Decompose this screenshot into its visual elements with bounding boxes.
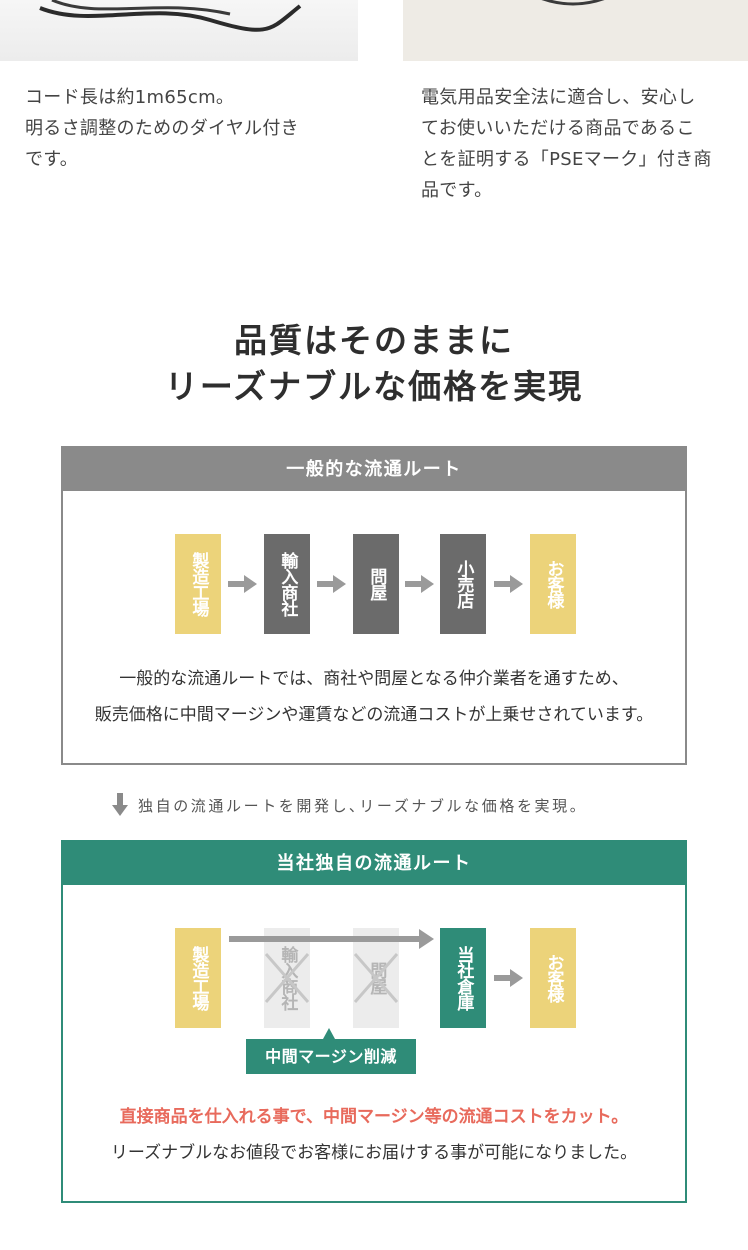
stage-label: 輸入商社 — [277, 552, 298, 616]
margin-label-pointer — [323, 1028, 335, 1039]
stage-factory: 製造工場 — [175, 928, 221, 1028]
general-route-box: 一般的な流通ルート 製造工場 輸入商社 問屋 小売店 お客様 一般的な流通ルート… — [61, 446, 687, 765]
stage-customer: お客様 — [530, 534, 576, 634]
stage-label: お客様 — [543, 560, 564, 608]
caption-line: 電気用品安全法に適合し、安心し — [421, 87, 696, 108]
stage-label: 輸入商社 — [277, 946, 298, 1010]
caption-line: 明るさ調整のためのダイヤル付き — [25, 118, 299, 139]
own-route-box: 当社独自の流通ルート 製造工場 輸入商社 問屋 当社倉庫 お客様 中間マージン削… — [61, 840, 687, 1203]
right-arrow-icon — [494, 575, 523, 593]
down-arrow-icon — [112, 793, 128, 816]
right-arrow-icon — [229, 929, 434, 949]
pse-caption: 電気用品安全法に適合し、安心し てお使いいただける商品であるこ とを証明する「P… — [421, 82, 733, 206]
general-route-desc-2: 販売価格に中間マージンや運賃などの流通コストが上乗せされています。 — [94, 705, 654, 725]
stage-label: 製造工場 — [188, 552, 209, 616]
caption-line: とを証明する「PSEマーク」付き商 — [421, 149, 712, 170]
general-route-desc-1: 一般的な流通ルートでは、商社や問屋となる仲介業者を通すため、 — [119, 669, 629, 689]
stage-wholesaler: 問屋 — [353, 534, 399, 634]
route-transition: 独自の流通ルートを開発し､リーズナブルな価格を実現。 — [112, 792, 587, 818]
general-route-title: 一般的な流通ルート — [63, 448, 685, 491]
own-route-highlight: 直接商品を仕入れる事で、中間マージン等の流通コストをカット。 — [119, 1107, 629, 1127]
stage-label: 当社倉庫 — [453, 946, 474, 1010]
pse-illustration — [541, 0, 605, 6]
pse-photo — [403, 0, 748, 61]
caption-line: です。 — [25, 149, 79, 170]
caption-line: コード長は約1m65cm。 — [25, 87, 235, 108]
own-route-desc: リーズナブルなお値段でお客様にお届けする事が可能になりました。 — [110, 1143, 638, 1163]
stage-label: お客様 — [543, 954, 564, 1002]
stage-label: 問屋 — [366, 962, 387, 994]
heading-line-2: リーズナブルな価格を実現 — [164, 367, 584, 406]
stage-label: 製造工場 — [188, 946, 209, 1010]
stage-label: 小売店 — [453, 560, 474, 608]
stage-importer: 輸入商社 — [264, 534, 310, 634]
caption-line: てお使いいただける商品であるこ — [421, 118, 695, 139]
heading-line-1: 品質はそのままに — [234, 321, 514, 360]
stage-own-warehouse: 当社倉庫 — [440, 928, 486, 1028]
right-arrow-icon — [405, 575, 434, 593]
right-arrow-icon — [494, 969, 523, 987]
caption-line: 品です。 — [421, 180, 493, 201]
stage-retailer: 小売店 — [440, 534, 486, 634]
section-heading: 品質はそのままに リーズナブルな価格を実現 — [0, 318, 748, 410]
stage-customer: お客様 — [530, 928, 576, 1028]
stage-label: 問屋 — [366, 568, 387, 600]
right-arrow-icon — [317, 575, 346, 593]
cord-caption: コード長は約1m65cm。 明るさ調整のためのダイヤル付き です。 — [25, 82, 345, 175]
transition-text: 独自の流通ルートを開発し､リーズナブルな価格を実現。 — [138, 796, 588, 815]
stage-factory: 製造工場 — [175, 534, 221, 634]
cord-photo — [0, 0, 358, 61]
cord-illustration — [39, 0, 302, 32]
own-route-title: 当社独自の流通ルート — [63, 842, 685, 885]
margin-reduction-label: 中間マージン削減 — [246, 1039, 416, 1074]
right-arrow-icon — [228, 575, 257, 593]
